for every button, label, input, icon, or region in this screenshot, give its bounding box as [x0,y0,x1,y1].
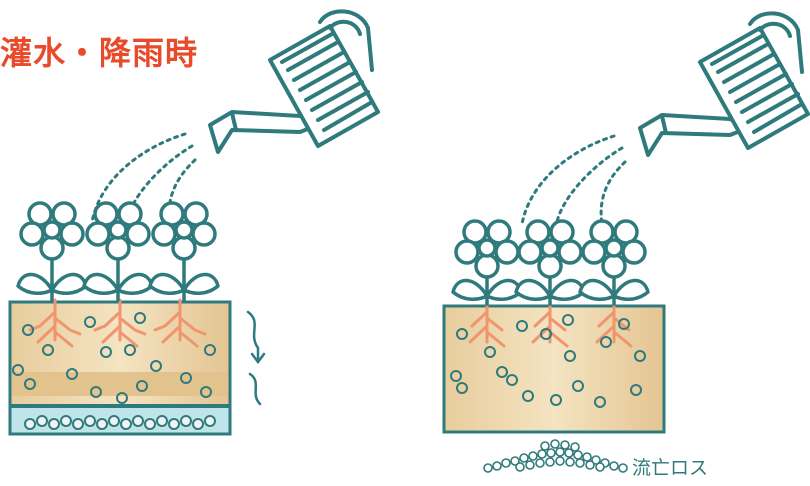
right-scene [442,11,810,473]
flower-icon [82,201,154,302]
water-layer-granules [24,415,216,430]
flower-icon [578,219,650,306]
flower-icon [514,219,586,306]
flower-icon [148,201,220,302]
soil-granules [12,312,216,404]
lost-granules [483,439,628,473]
loss-label: 流亡ロス [632,457,709,479]
flower-icon [16,201,88,302]
left-scene [8,9,380,436]
downward-flow-arrow-icon [246,310,266,406]
flower-icon [451,219,523,306]
title-label: 灌水・降雨時 [0,34,199,72]
watering-can-icon [638,11,810,157]
soil-granules [450,314,646,408]
roots [468,298,633,348]
flowers [16,201,220,302]
roots [28,298,207,348]
planter-box [442,304,666,434]
flowers [451,219,650,306]
watering-can-icon [208,9,380,154]
water-stream [520,134,627,230]
